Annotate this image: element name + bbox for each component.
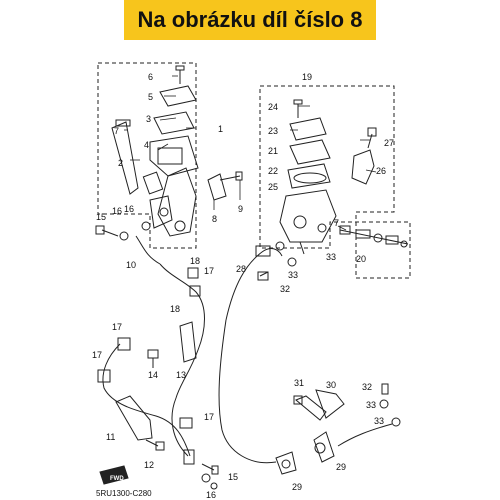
callout-7-right: 7 — [334, 218, 339, 228]
center-brake-hose — [225, 248, 283, 321]
left-lever-assembly — [111, 119, 197, 237]
left-lower-hose — [102, 343, 191, 457]
callout-19: 19 — [302, 72, 312, 82]
callout-33-right-a: 33 — [366, 400, 376, 410]
callout-32-upper: 32 — [280, 284, 290, 294]
left-brake-hose — [159, 263, 205, 457]
center-hose-lower — [218, 319, 277, 464]
left-reservoir-assembly — [149, 65, 199, 177]
callout-18-middle: 18 — [170, 304, 180, 314]
left-master-cylinder-group-outline — [97, 62, 197, 249]
callout-12: 12 — [144, 460, 154, 470]
left-banjo-bolt-15-16 — [95, 221, 161, 265]
callout-11: 11 — [106, 432, 115, 442]
left-joint-11-12 — [115, 395, 165, 451]
left-hose-clamps — [97, 267, 201, 465]
fwd-label: FWD — [110, 476, 124, 482]
callout-10: 10 — [126, 260, 136, 270]
callout-33-center: 33 — [288, 270, 298, 280]
callout-20: 20 — [356, 254, 366, 264]
right-reservoir-assembly — [287, 99, 331, 189]
callout-32-lower: 32 — [362, 382, 372, 392]
callout-5: 5 — [148, 92, 153, 102]
callout-15-upper: 15 — [96, 212, 106, 222]
callout-17-middle: 17 — [112, 322, 122, 332]
callout-3: 3 — [146, 114, 151, 124]
center-union-28 — [255, 241, 297, 281]
callout-1: 1 — [218, 124, 223, 134]
part-number-banner: Na obrázku díl číslo 8 — [124, 0, 376, 40]
callout-29-right: 29 — [336, 462, 346, 472]
callout-17-left: 17 — [92, 350, 102, 360]
callout-6: 6 — [148, 72, 153, 82]
banner-text: Na obrázku díl číslo 8 — [137, 7, 363, 32]
right-lower-bracket-29-33 — [275, 383, 401, 475]
callout-13: 13 — [176, 370, 186, 380]
fwd-arrow-icon — [99, 465, 129, 485]
callout-4: 4 — [144, 140, 149, 150]
right-piston-kit-20 — [339, 225, 409, 248]
callout-27: 27 — [384, 138, 394, 148]
right-master-cylinder-body — [279, 189, 337, 255]
callout-8: 8 — [212, 214, 217, 224]
callout-16-upper-b: 16 — [124, 204, 134, 214]
callout-15-lower: 15 — [228, 472, 238, 482]
callout-14: 14 — [148, 370, 158, 380]
callout-16-upper-a: 16 — [112, 206, 122, 216]
callout-30: 30 — [326, 380, 336, 390]
diagram-code: 5RU1300-C280 — [96, 489, 152, 498]
callout-33-right-b: 33 — [374, 416, 384, 426]
callout-24: 24 — [268, 102, 278, 112]
callout-leader-lines — [124, 75, 377, 231]
callout-22: 22 — [268, 166, 278, 176]
lower-bolt-15-16 — [201, 463, 219, 490]
callout-21: 21 — [268, 146, 278, 156]
callout-17-upper: 17 — [204, 266, 214, 276]
callout-29-bottom: 29 — [292, 482, 302, 492]
left-guide-bracket-13-14 — [147, 321, 197, 368]
right-switch-26-27 — [351, 127, 377, 185]
callout-16-lower: 16 — [206, 490, 216, 500]
callout-25: 25 — [268, 182, 278, 192]
callout-17-lower: 17 — [204, 412, 214, 422]
callout-7-left: 7 — [114, 126, 119, 136]
callout-2: 2 — [118, 158, 123, 168]
bracket-and-bolt-8-9 — [207, 171, 243, 201]
callout-labels: 6 5 3 1 4 2 7 8 9 15 16 16 10 18 17 18 1… — [92, 72, 394, 500]
callout-23: 23 — [268, 126, 278, 136]
callout-33-upper: 33 — [326, 252, 336, 262]
callout-18-upper: 18 — [190, 256, 200, 266]
callout-28: 28 — [236, 264, 246, 274]
right-master-cylinder-group-outline — [259, 85, 411, 279]
callout-9: 9 — [238, 204, 243, 214]
callout-31: 31 — [294, 378, 304, 388]
callout-26: 26 — [376, 166, 386, 176]
